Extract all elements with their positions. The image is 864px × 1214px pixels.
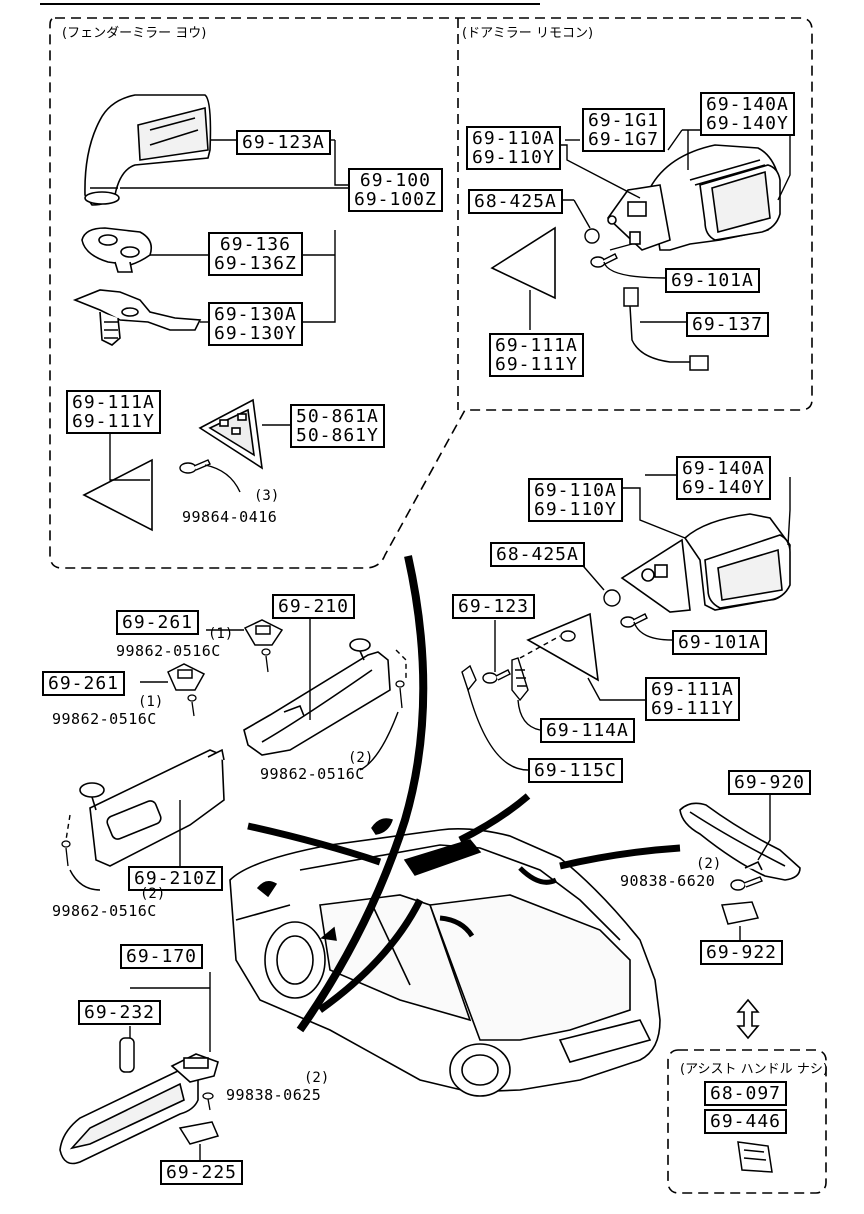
assist-handle [679,802,801,881]
part-69-232[interactable]: 69-232 [78,1000,162,1025]
qty-99864-0416: (3) [254,488,280,504]
part-69-140A-top[interactable]: 69-140A 69-140Y [700,92,795,136]
part-69-101A-mid[interactable]: 69-101A [672,630,767,655]
triangle-cover-mid [526,612,599,682]
visor-holder-top [243,619,284,646]
screw-99864 [179,459,211,474]
car-pointer-arcs [247,555,681,1033]
door-mirror-remote-assembly [606,144,781,251]
part-69-261-b[interactable]: 69-261 [42,671,126,696]
part-69-137[interactable]: 69-137 [686,312,770,337]
section-label-fender-mirror: (フェンダーミラー ヨウ) [62,26,207,41]
fender-mirror-section-border [49,17,813,569]
qty-99862-a: (1) [208,626,234,642]
part-69-920[interactable]: 69-920 [728,770,812,795]
exchange-arrow-icon [736,998,760,1040]
fender-mirror-bracket [72,289,202,346]
part-69-110A-top[interactable]: 69-110A 69-110Y [466,126,561,170]
cushion-68-425A-mid [603,589,621,607]
part-69-140A-mid[interactable]: 69-140A 69-140Y [676,456,771,500]
car-illustration [229,828,661,1097]
part-68-097[interactable]: 68-097 [704,1081,788,1106]
part-69-123A[interactable]: 69-123A [236,130,331,155]
screw-99838 [202,1092,214,1111]
part-69-111A-left[interactable]: 69-111A 69-111Y [66,390,161,434]
fastener-99862-0516C-a[interactable]: 99862-0516C [116,642,221,660]
sun-visor-right [243,638,391,756]
screw-69-101A-mid [620,613,648,628]
part-69-130A[interactable]: 69-130A 69-130Y [208,302,303,346]
part-69-1G1[interactable]: 69-1G1 69-1G7 [582,108,666,152]
knob-69-114A [511,657,529,702]
car-part-markers [256,818,558,941]
part-50-861A[interactable]: 50-861A 50-861Y [290,404,385,448]
inner-triangle-bracket [198,398,264,470]
cap-69-922 [721,901,760,925]
part-69-100[interactable]: 69-100 69-100Z [348,168,443,212]
bulb-69-232 [119,1037,135,1073]
part-69-136[interactable]: 69-136 69-136Z [208,232,303,276]
hook-69-446 [737,1141,773,1173]
fastener-99862-0516C-b[interactable]: 99862-0516C [52,710,157,728]
section-label-no-assist-handle: (アシスト ハンドル ナシ) [680,1062,828,1077]
part-68-425A-top[interactable]: 68-425A [468,189,563,214]
visor-screws [61,648,405,867]
part-69-115C[interactable]: 69-115C [528,758,623,783]
no-assist-section-border [667,1049,827,1194]
sun-visor-left [79,748,225,867]
qty-99862-c: (2) [348,750,374,766]
part-69-123[interactable]: 69-123 [452,594,536,619]
triangle-cover-top [490,226,556,300]
part-69-225[interactable]: 69-225 [160,1160,244,1185]
part-69-210Z[interactable]: 69-210Z [128,866,223,891]
part-69-114A[interactable]: 69-114A [540,718,635,743]
screw-69-123 [482,669,511,684]
fastener-99864-0416[interactable]: 99864-0416 [182,508,278,526]
qty-99838: (2) [304,1070,330,1086]
part-69-111A-mid[interactable]: 69-111A 69-111Y [645,677,740,721]
fender-mirror-assembly [84,94,212,206]
part-69-446[interactable]: 69-446 [704,1109,788,1134]
part-69-210[interactable]: 69-210 [272,594,356,619]
fender-mirror-base [81,227,153,273]
part-69-111A-top[interactable]: 69-111A 69-111Y [489,333,584,377]
cushion-68-425A-top [584,228,600,244]
part-68-425A-mid[interactable]: 68-425A [490,542,585,567]
rear-view-mirror [59,1053,219,1165]
grommet-69-115C [461,664,477,692]
cover-69-225 [178,1121,220,1145]
harness-69-137 [623,287,709,371]
part-69-170[interactable]: 69-170 [120,944,204,969]
part-69-922[interactable]: 69-922 [700,940,784,965]
qty-99862-d: (2) [140,886,166,902]
triangle-cover-left [82,458,153,532]
screw-69-101A-top [590,253,618,268]
fastener-99862-0516C-d[interactable]: 99862-0516C [52,902,157,920]
screw-90838 [730,876,763,891]
door-mirror-manual-assembly [620,513,791,613]
qty-90838: (2) [696,856,722,872]
part-69-261-a[interactable]: 69-261 [116,610,200,635]
part-69-110A-mid[interactable]: 69-110A 69-110Y [528,478,623,522]
visor-holder-bottom [167,663,206,691]
section-label-door-mirror-remote: (ドアミラー リモコン) [462,26,594,41]
qty-99862-b: (1) [138,694,164,710]
fastener-99838-0625[interactable]: 99838-0625 [226,1086,322,1104]
part-69-101A-top[interactable]: 69-101A [665,268,760,293]
fastener-99862-0516C-c[interactable]: 99862-0516C [260,765,365,783]
fastener-90838-6620[interactable]: 90838-6620 [620,872,716,890]
